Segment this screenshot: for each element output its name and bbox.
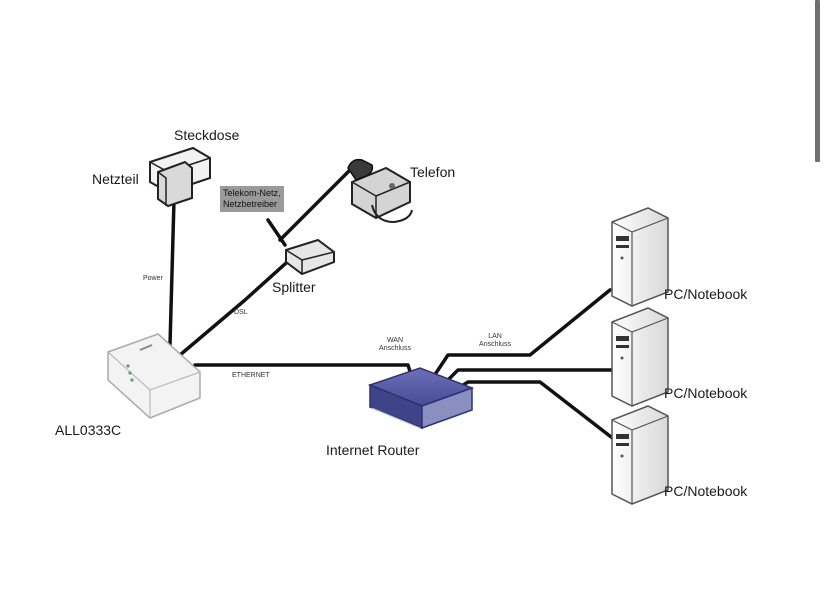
label-ethernet: ETHERNET <box>232 372 270 379</box>
label-lan-line2: Anschluss <box>479 341 511 349</box>
ethernet-cable <box>193 363 414 380</box>
label-wan-line2: Anschluss <box>379 345 411 353</box>
pc-tower-icon-2 <box>611 307 669 407</box>
label-telekom-box: Telekom-Netz, Netzbetreiber <box>220 186 284 212</box>
label-steckdose: Steckdose <box>174 127 240 143</box>
label-dsl: DSL <box>234 309 248 316</box>
telekom-cable <box>266 218 287 247</box>
scrollbar-thumb[interactable] <box>815 0 820 162</box>
label-lan: LAN Anschluss <box>470 333 520 349</box>
dsl-cable <box>178 253 297 357</box>
label-lan-line1: LAN <box>488 333 502 340</box>
lan-cable-3 <box>450 380 617 442</box>
router-device-icon <box>367 367 475 430</box>
label-all0333c: ALL0333C <box>55 422 122 438</box>
label-telefon: Telefon <box>410 164 456 180</box>
label-telekom-line2: Netzbetreiber <box>223 198 278 209</box>
pc-tower-icon-1 <box>611 207 669 307</box>
label-netzteil: Netzteil <box>92 171 139 187</box>
label-pc-notebook-2: PC/Notebook <box>664 385 748 401</box>
label-internet-router: Internet Router <box>326 442 420 458</box>
power-cable <box>168 198 176 347</box>
label-telekom-line1: Telekom-Netz, <box>223 188 281 198</box>
splitter-device-icon <box>285 238 335 276</box>
label-wan: WAN Anschluss <box>370 337 420 353</box>
phone-cable <box>278 168 352 242</box>
lan-cable-1 <box>426 288 612 387</box>
label-pc-notebook-3: PC/Notebook <box>664 483 748 499</box>
label-pc-notebook-1: PC/Notebook <box>664 286 748 302</box>
label-splitter: Splitter <box>272 279 316 295</box>
label-power: Power <box>143 275 163 282</box>
modem-device-icon <box>107 333 201 419</box>
pc-tower-icon-3 <box>611 405 669 505</box>
label-wan-line1: WAN <box>386 337 404 344</box>
power-outlet-icon <box>149 146 211 208</box>
telephone-icon <box>347 158 413 224</box>
